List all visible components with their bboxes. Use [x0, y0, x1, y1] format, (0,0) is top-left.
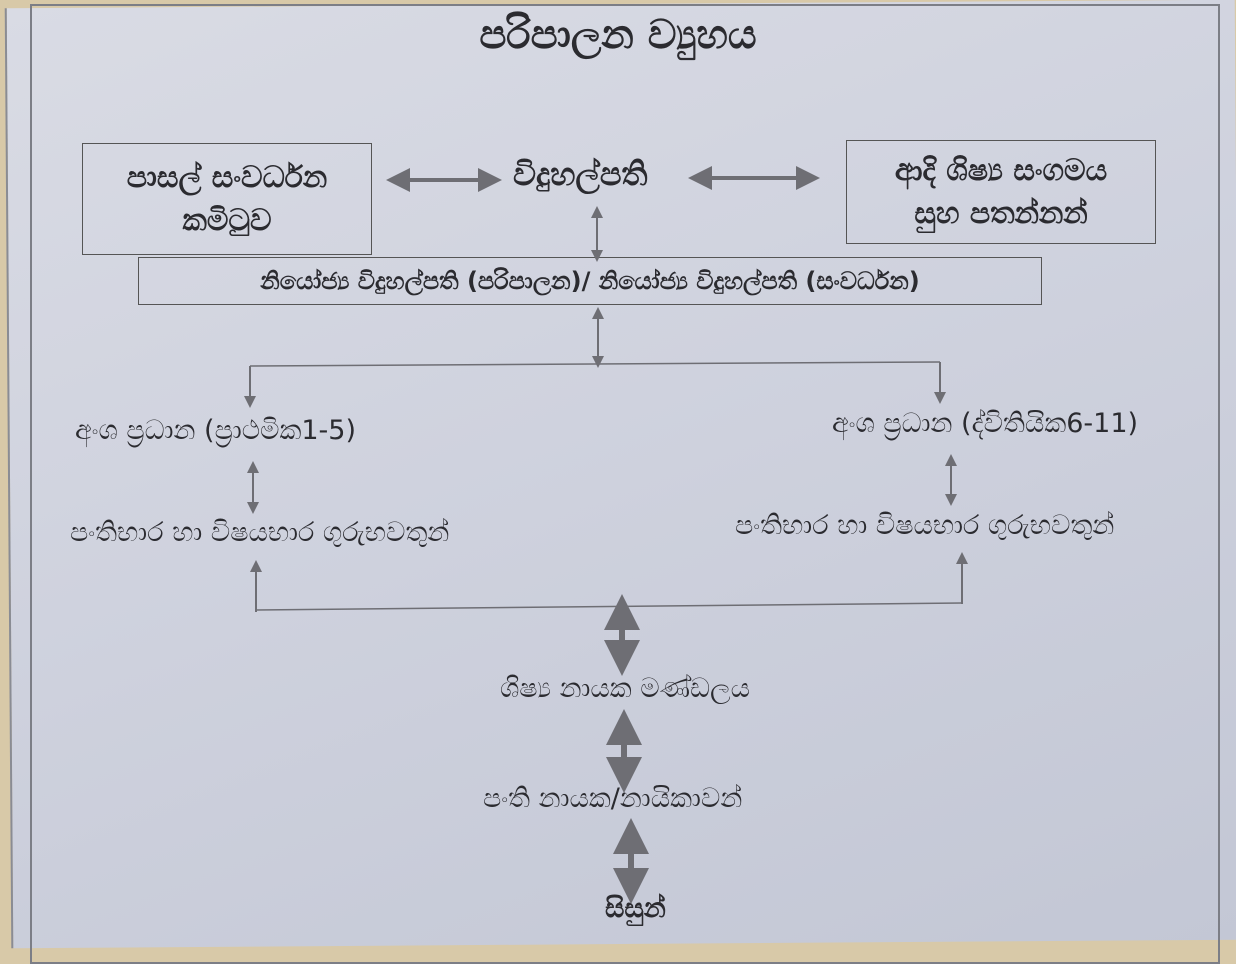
node-principal: විදුහල්පති — [513, 155, 648, 193]
node-section-head-primary: අංශ ප්‍රධාන (ප්‍රාථමික1-5) — [75, 415, 356, 446]
node-section-head-secondary: අංශ ප්‍රධාන (ද්විතියික6-11) — [832, 408, 1139, 439]
node-prefects-board: ශිෂ්‍ය නායක මණ්ඩලය — [500, 673, 751, 704]
connectors — [244, 166, 968, 904]
diagram-title: පරිපාලන ව්‍යුහය — [479, 12, 757, 58]
node-label: නියෝජ්‍ය විදුහල්පති (පරිපාලන)/ නියෝජ්‍ය … — [260, 266, 920, 295]
node-label: පාසල් සංවර්ධන — [126, 159, 328, 195]
node-label: සුහ පතන්නන් — [914, 196, 1088, 231]
branch-line-top — [249, 361, 941, 367]
node-teachers-secondary: පංතිභාර හා විෂයභාර ගුරුභවතුන් — [735, 510, 1115, 541]
node-alumni: ආදි ශිෂ්‍ය සංගමය සුහ පතන්නන් — [846, 140, 1156, 244]
node-teachers-primary: පංතිභාර හා විෂයභාර ගුරුභවතුන් — [70, 517, 450, 548]
node-label: කමිටුව — [182, 203, 272, 238]
branch-line-bottom — [255, 602, 963, 611]
node-development-committee: පාසල් සංවර්ධන කමිටුව — [82, 143, 372, 255]
node-deputy-principals: නියෝජ්‍ය විදුහල්පති (පරිපාලන)/ නියෝජ්‍ය … — [138, 257, 1042, 305]
node-label: ආදි ශිෂ්‍ය සංගමය — [894, 152, 1108, 188]
